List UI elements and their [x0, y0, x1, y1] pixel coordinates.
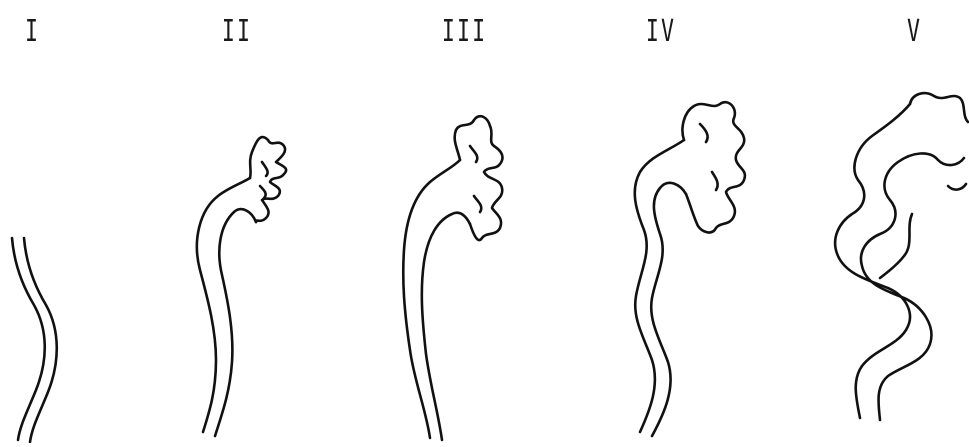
stage-5-vessel: [835, 93, 968, 420]
stage-3-vessel: [403, 116, 502, 440]
stage-label-3: III: [442, 14, 487, 49]
stage-label-1: I: [25, 14, 40, 49]
stage-4-vessel: [635, 102, 745, 436]
stage-label-5: V: [907, 14, 922, 49]
stage-1-vessel: [12, 238, 57, 442]
stage-label-4: IV: [646, 14, 676, 49]
stage-2-vessel: [197, 137, 286, 436]
stage-label-2: II: [222, 14, 252, 49]
